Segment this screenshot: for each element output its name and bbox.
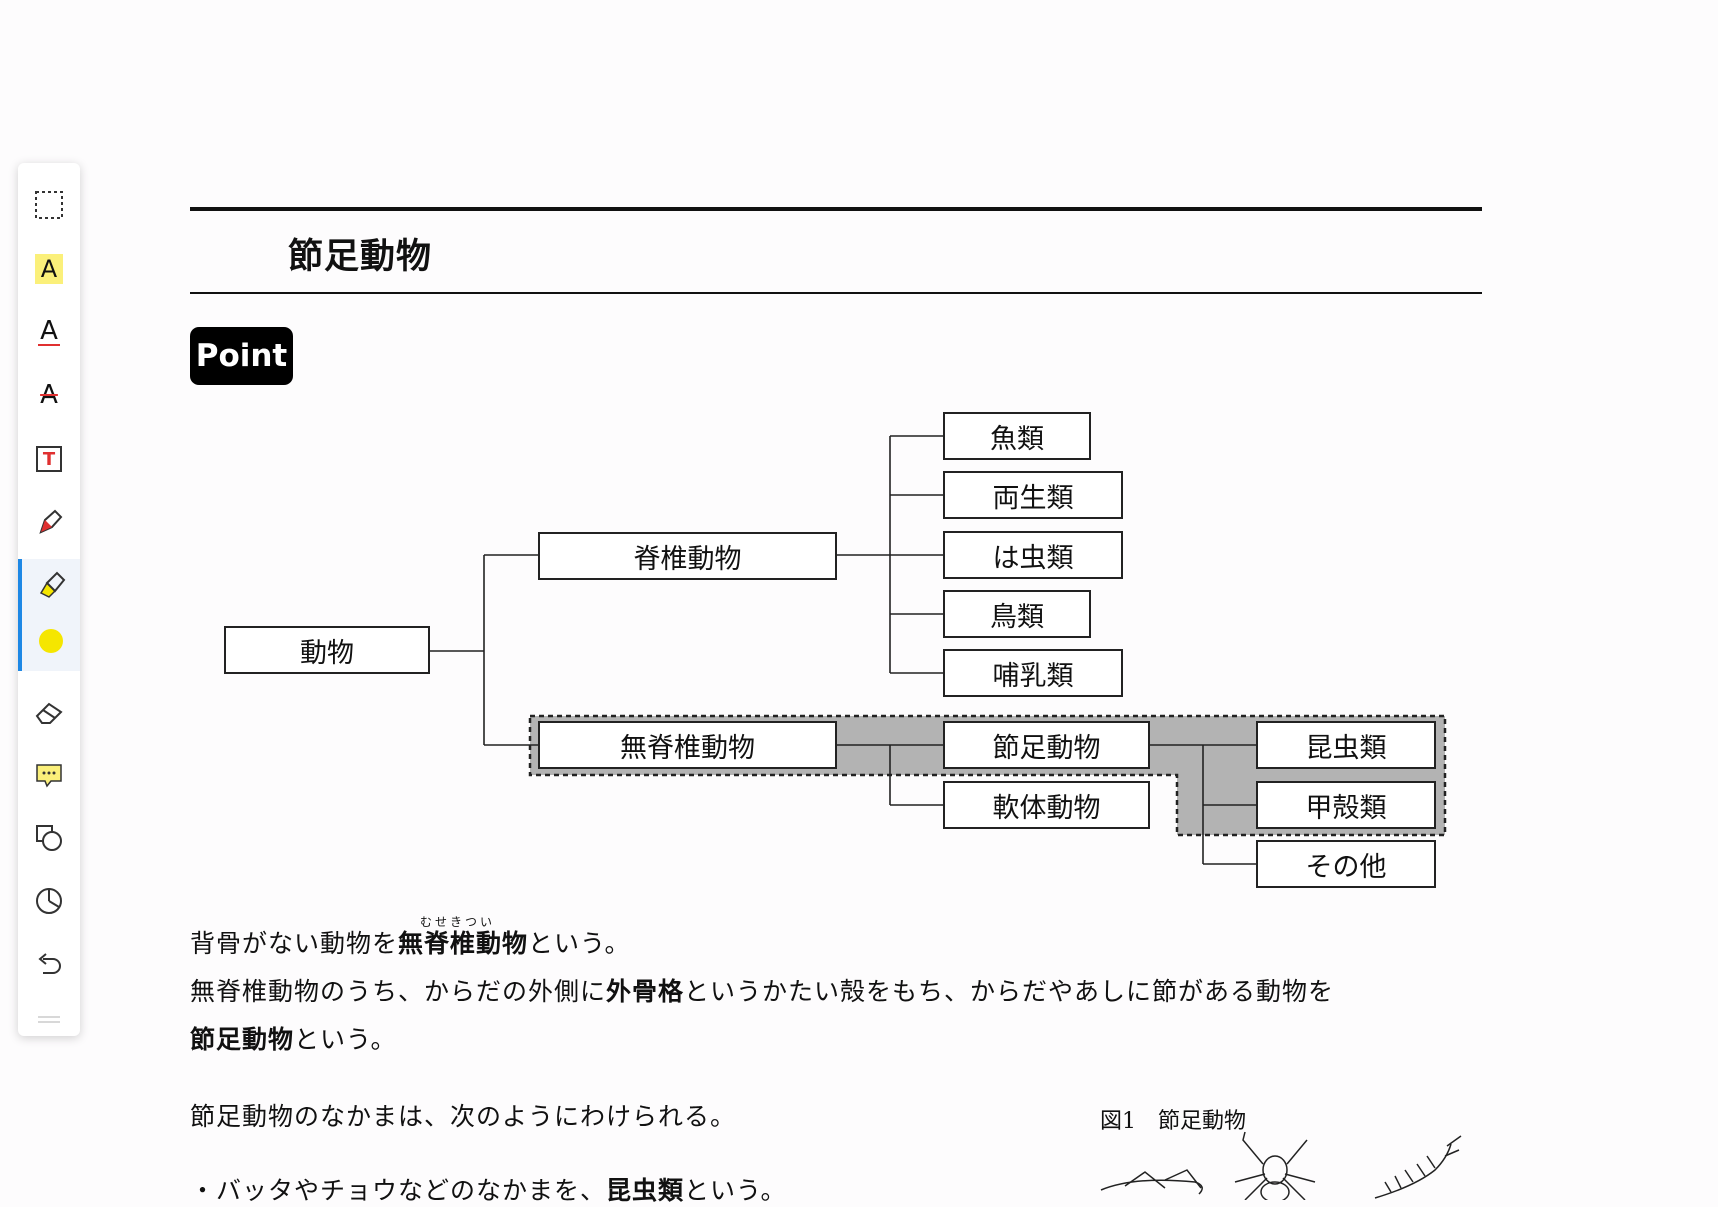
text-highlight-button[interactable]: A bbox=[18, 243, 80, 295]
text-strikethrough-button[interactable]: A bbox=[18, 369, 80, 421]
page-title: 節足動物 bbox=[288, 237, 433, 277]
node-insects: 昆虫類 bbox=[1256, 721, 1436, 769]
connector-lines bbox=[430, 435, 1257, 865]
underline-a-icon: A bbox=[38, 316, 60, 346]
pie-icon bbox=[36, 888, 62, 914]
text-box-icon: T bbox=[36, 446, 62, 472]
node-invertebrates: 無脊椎動物 bbox=[538, 721, 837, 769]
highlight-a-icon: A bbox=[35, 254, 63, 284]
title-top-rule bbox=[190, 207, 1482, 211]
node-mollusks: 軟体動物 bbox=[943, 781, 1150, 829]
highlighter-icon bbox=[39, 571, 66, 598]
node-vertebrates: 脊椎動物 bbox=[538, 532, 837, 580]
pen-icon bbox=[39, 509, 63, 534]
eraser-button[interactable] bbox=[18, 686, 80, 738]
node-reptiles: は虫類 bbox=[943, 531, 1123, 579]
node-arthropods: 節足動物 bbox=[943, 721, 1150, 769]
figure-caption: 図1 節足動物 bbox=[1100, 1109, 1246, 1134]
highlighter-button[interactable] bbox=[18, 559, 80, 611]
arthropod-illustrations bbox=[1100, 1131, 1462, 1200]
paragraph-3: 節足動物という。 bbox=[190, 1025, 397, 1054]
paragraph-2: 無脊椎動物のうち、からだの外側に外骨格というかたい殻をもち、からだやあしに節があ… bbox=[190, 977, 1335, 1006]
rectangle-select-button[interactable] bbox=[18, 179, 80, 231]
node-birds: 鳥類 bbox=[943, 590, 1091, 638]
point-badge: Point bbox=[190, 327, 293, 385]
toolbar-grip[interactable] bbox=[38, 1021, 60, 1023]
undo-icon bbox=[38, 953, 61, 974]
node-mammals: 哺乳類 bbox=[943, 649, 1123, 697]
ruby-annotation: むせきつい bbox=[420, 915, 496, 929]
undo-button[interactable] bbox=[18, 939, 80, 991]
paragraph-4: 節足動物のなかまは、次のようにわけられる。 bbox=[190, 1102, 737, 1131]
spider-icon bbox=[1234, 1131, 1316, 1200]
eraser-icon bbox=[35, 702, 63, 724]
node-fish: 魚類 bbox=[943, 412, 1091, 460]
node-animals: 動物 bbox=[224, 626, 430, 674]
toolbar-grip[interactable] bbox=[38, 1016, 60, 1018]
text-box-button[interactable]: T bbox=[18, 433, 80, 485]
timer-button[interactable] bbox=[18, 875, 80, 927]
paragraph-1: 背骨がない動物を無脊椎動物という。 bbox=[190, 929, 631, 958]
comment-button[interactable] bbox=[18, 749, 80, 801]
text-underline-button[interactable]: A bbox=[18, 306, 80, 358]
node-crustaceans: 甲殻類 bbox=[1256, 781, 1436, 829]
node-amphibians: 両生類 bbox=[943, 471, 1123, 519]
strikethrough-a-icon: A bbox=[40, 380, 58, 410]
grasshopper-icon bbox=[1100, 1169, 1203, 1195]
paragraph-5: ・バッタやチョウなどのなかまを、昆虫類という。 bbox=[190, 1176, 787, 1205]
annotation-toolbar: A A A T bbox=[18, 163, 80, 1036]
shapes-icon bbox=[36, 825, 62, 851]
color-picker-button[interactable] bbox=[18, 611, 80, 671]
title-bottom-rule bbox=[190, 292, 1482, 294]
comment-icon bbox=[36, 764, 62, 788]
pen-button[interactable] bbox=[18, 496, 80, 548]
taxonomy-diagram bbox=[430, 435, 1447, 865]
node-others: その他 bbox=[1256, 840, 1436, 888]
centipede-icon bbox=[1374, 1135, 1462, 1199]
shapes-button[interactable] bbox=[18, 812, 80, 864]
dashed-rectangle-icon bbox=[35, 191, 63, 219]
color-dot-icon bbox=[39, 629, 63, 653]
